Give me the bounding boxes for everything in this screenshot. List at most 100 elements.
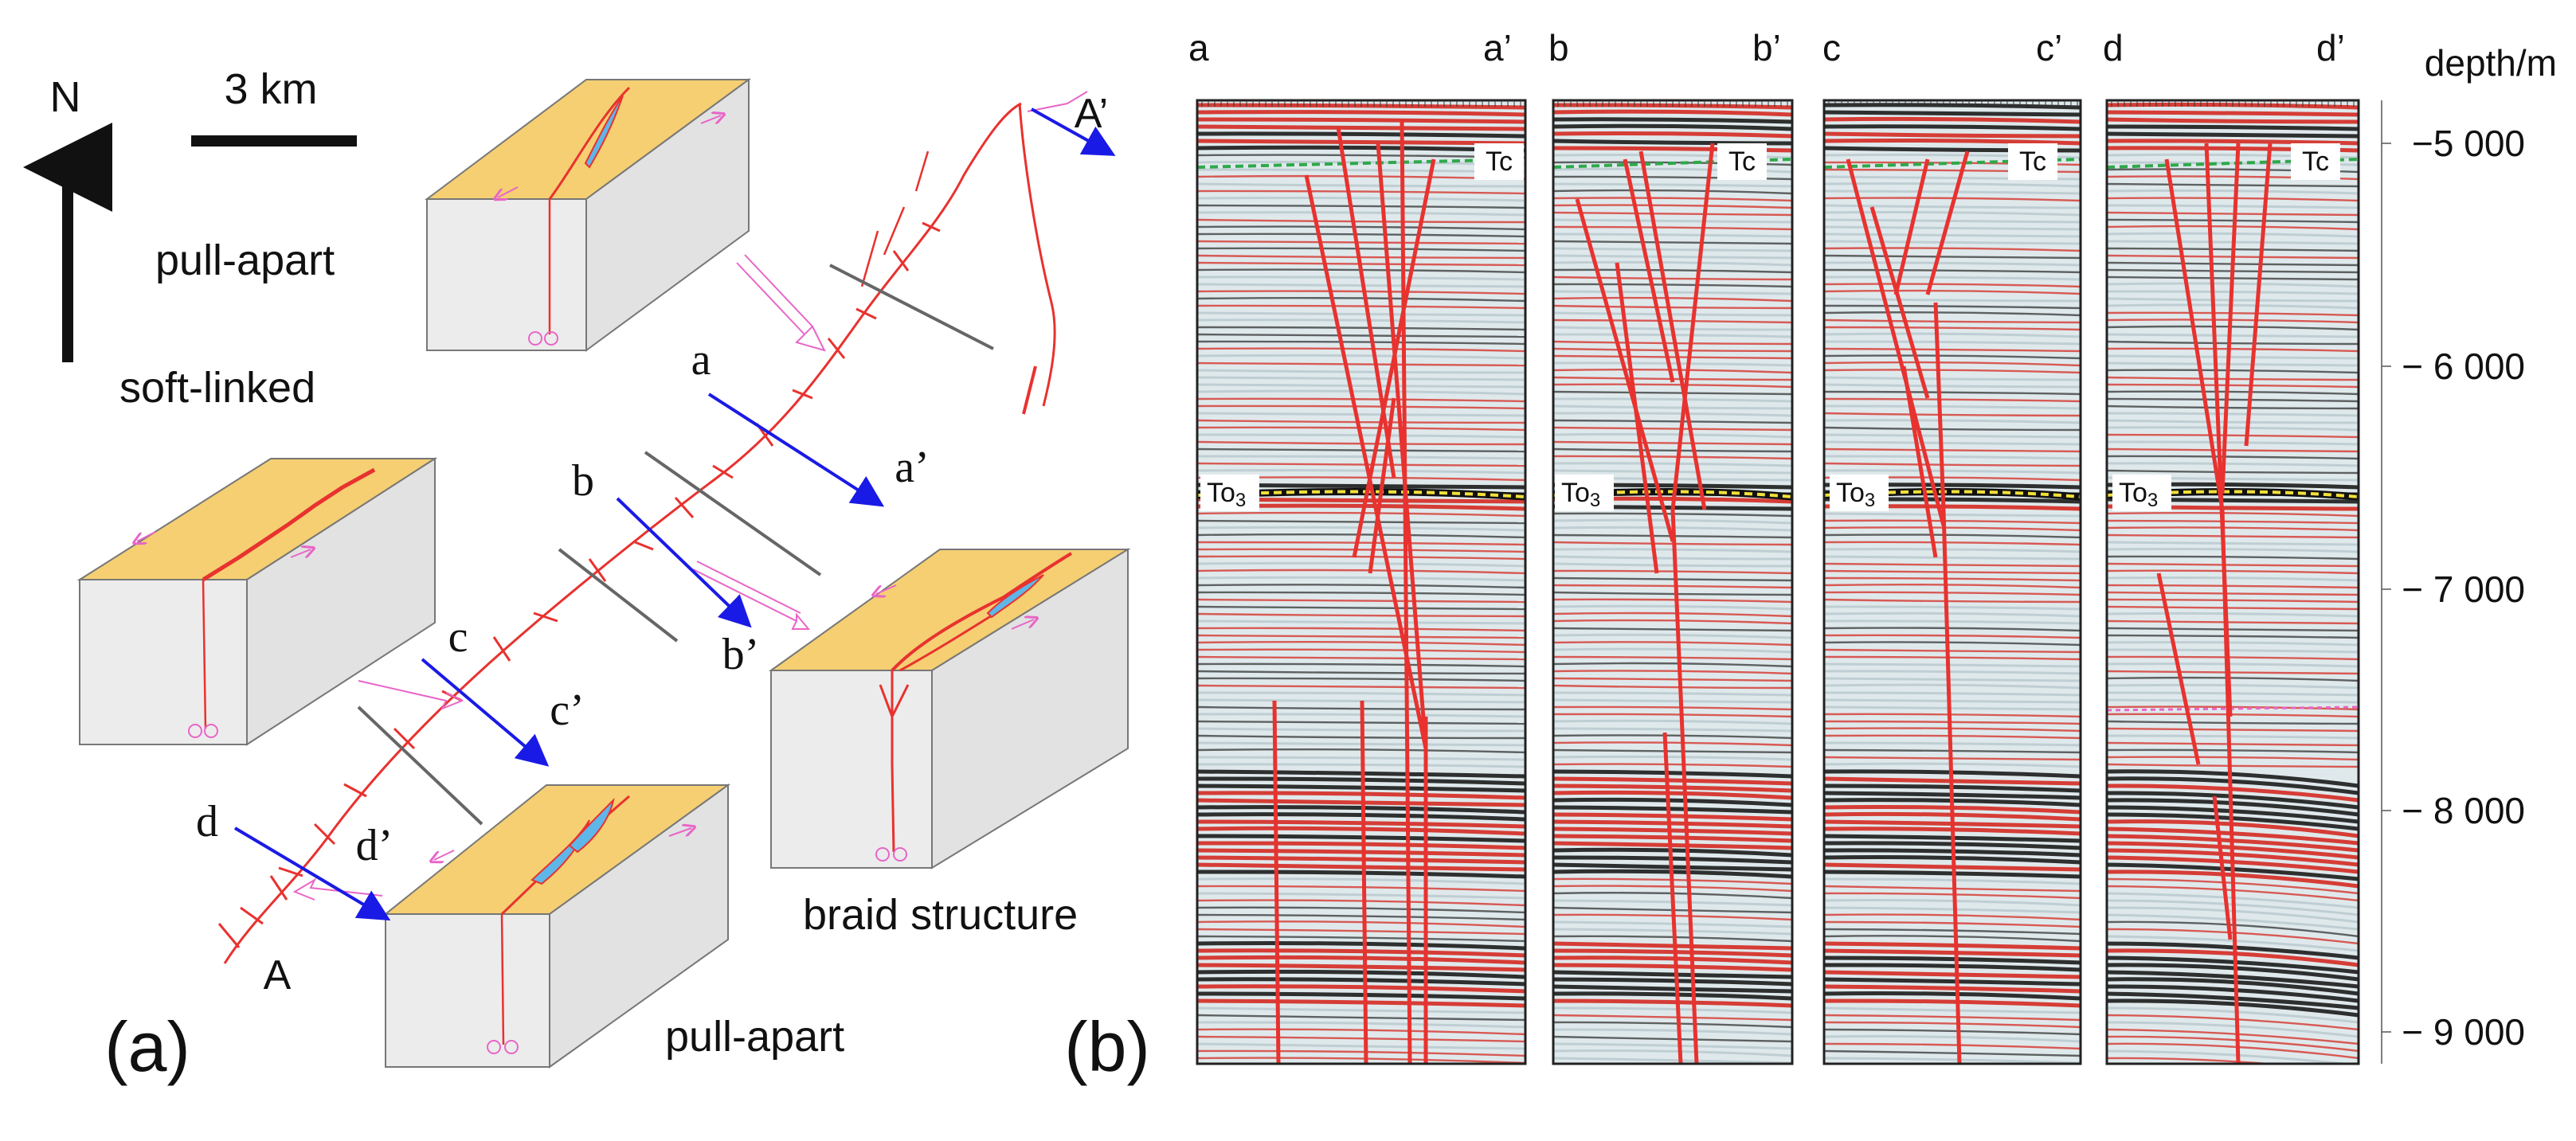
seismic-reflector	[1824, 677, 2081, 682]
seismic-reflector	[1197, 906, 1525, 914]
seismic-reflector	[1824, 433, 2081, 439]
seismic-reflector	[1197, 1042, 1525, 1050]
seismic-reflector	[1553, 296, 1792, 303]
seismic-reflector	[2107, 218, 2359, 224]
seismic-reflector	[1197, 283, 1525, 288]
seismic-reflector	[1197, 605, 1525, 611]
seismic-reflector	[1553, 419, 1792, 424]
seismic-reflector	[1553, 684, 1792, 690]
seismic-reflector	[1553, 604, 1792, 611]
seismic-reflector	[1553, 576, 1792, 582]
fault-line	[1670, 143, 1715, 510]
seismic-reflector	[1197, 196, 1525, 202]
seismic-reflector	[2107, 440, 2359, 446]
seismic-reflector	[2107, 1021, 2359, 1038]
seismic-reflector	[1553, 963, 1792, 972]
seismic-reflector	[1197, 899, 1525, 907]
seismic-reflector	[1553, 790, 1792, 800]
seismic-reflector	[1197, 584, 1525, 589]
seismic-reflector	[1197, 913, 1525, 921]
seismic-reflector	[1197, 963, 1525, 972]
profile-arrows	[233, 107, 1116, 921]
seismic-reflector	[2107, 189, 2359, 195]
seismic-reflector	[1824, 275, 2081, 281]
seismic-reflector	[1197, 117, 1525, 124]
label-soft-linked: soft-linked	[119, 364, 315, 412]
seismic-reflector	[1553, 361, 1792, 367]
seismic-reflector	[1824, 326, 2081, 331]
seismic-reflector	[1824, 318, 2081, 324]
seismic-reflector	[1824, 584, 2081, 589]
seismic-reflector	[1553, 404, 1792, 410]
seismic-reflector	[1553, 260, 1792, 267]
seismic-background	[1824, 100, 2081, 1064]
seismic-reflector	[1553, 562, 1792, 568]
seismic-reflector	[2107, 139, 2359, 146]
seismic-reflector	[1553, 412, 1792, 417]
seismic-reflector	[2107, 390, 2359, 396]
seismic-reflector	[1824, 998, 2081, 1008]
seismic-reflector	[1197, 1035, 1525, 1043]
seismic-reflector	[1197, 977, 1525, 987]
seismic-reflector	[2107, 426, 2359, 432]
seismic-reflector	[1197, 1006, 1525, 1014]
depth-tick-label: − 8 000	[2402, 790, 2525, 831]
seismic-reflector	[1553, 283, 1792, 288]
seismic-reflector	[2107, 562, 2359, 568]
seismic-reflector	[1824, 970, 2081, 979]
seismic-reflector	[1824, 1057, 2081, 1064]
seismic-reflector	[1553, 247, 1792, 252]
seismic-reflector	[2107, 984, 2359, 1003]
fault-line	[1893, 158, 1930, 295]
north-label: N	[50, 73, 81, 121]
seismic-reflector	[1824, 955, 2081, 965]
seismic-reflector	[1553, 584, 1792, 589]
seismic-reflector	[2107, 734, 2359, 740]
seismic-reflector	[1197, 412, 1525, 417]
seismic-reflector	[1824, 741, 2081, 747]
seismic-reflector	[1824, 311, 2081, 317]
seismic-reflector	[1553, 670, 1792, 675]
seismic-reflector	[2107, 131, 2359, 139]
seismic-reflector	[2107, 662, 2359, 668]
seismic-reflector	[2107, 584, 2359, 589]
seismic-reflector	[1553, 440, 1792, 446]
seismic-reflector	[1824, 1006, 2081, 1014]
seismic-reflector	[2107, 676, 2359, 682]
seismic-reflector	[1197, 892, 1525, 900]
seismic-reflector	[2107, 404, 2359, 410]
seismic-reflector	[1553, 734, 1792, 740]
seismic-reflector	[1824, 110, 2081, 117]
fault-line	[1941, 509, 1962, 1064]
seismic-reflector	[1824, 641, 2081, 647]
seismic-reflector	[1553, 627, 1792, 632]
seismic-reflector	[1824, 240, 2081, 245]
seismic-reflector	[1553, 555, 1792, 561]
seismic-reflector	[1824, 713, 2081, 718]
fault-line	[2244, 143, 2273, 447]
seismic-reflector	[1553, 347, 1792, 353]
profile-a-end: a’	[1483, 27, 1512, 68]
seismic-reflector	[1553, 769, 1792, 779]
seismic-reflector	[1197, 984, 1525, 994]
seismic-reflector	[1553, 727, 1792, 733]
seismic-reflector	[1553, 290, 1792, 295]
seismic-reflector	[1553, 776, 1792, 786]
seismic-reflector	[1197, 877, 1525, 885]
seismic-reflector	[1553, 131, 1792, 139]
seismic-reflector	[1197, 569, 1525, 575]
seismic-reflector	[1197, 576, 1525, 582]
seismic-reflector	[1824, 283, 2081, 288]
seismic-reflector	[1197, 124, 1525, 131]
horizon-marker-line	[2107, 705, 2359, 712]
seismic-reflector	[1553, 705, 1792, 711]
seismic-reflector	[2107, 469, 2359, 475]
seismic-reflector	[2107, 526, 2359, 532]
seismic-reflector	[1824, 254, 2081, 260]
fault-line	[1901, 365, 1938, 558]
seismic-reflector	[1553, 713, 1792, 718]
seismic-reflector	[1553, 462, 1792, 467]
scale-label: 3 km	[224, 65, 317, 113]
